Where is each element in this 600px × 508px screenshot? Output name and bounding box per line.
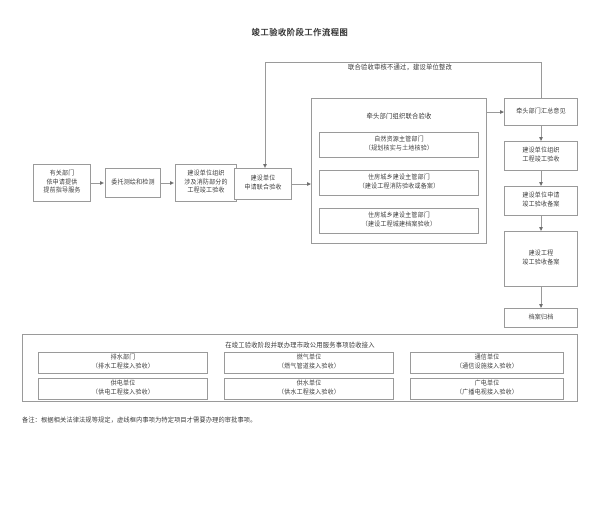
connector-5: [487, 112, 503, 113]
node-line: 档案归档: [528, 313, 554, 321]
node-line: （供电工程接入验收）: [91, 389, 154, 396]
footnote: 备注：根据相关法律法规等规定，虚线框内事项为特定项目才需要办理的审批事项。: [22, 417, 257, 424]
node-line: 建设工程: [528, 250, 554, 258]
node-line: （建设工程消防验收或备案）: [358, 183, 440, 190]
node-fire-acceptance[interactable]: 建设单位组织 涉及消防部分的 工程竣工验收: [175, 164, 237, 202]
node-drainage[interactable]: 排水部门 （排水工程接入验收）: [38, 352, 208, 374]
joint-group-title: 牵头部门组织联合验收: [366, 113, 432, 120]
connector-9: [541, 287, 542, 307]
node-advance-guidance[interactable]: 有关部门 依申请提供 提前指导服务: [33, 164, 91, 202]
node-owner-filing-apply[interactable]: 建设单位申请 竣工验收备案: [504, 186, 578, 216]
connector-5-arrow: [500, 109, 504, 114]
node-line: 依申请提供: [46, 178, 78, 186]
node-line: 排水部门: [110, 354, 136, 362]
node-natural-resources[interactable]: 自然资源主管部门 （规划核实与土地核验）: [319, 132, 479, 158]
utilities-panel-title: 在竣工验收阶段并联办理市政公用服务事项验收接入: [225, 342, 375, 349]
connector-4: [292, 184, 310, 185]
connector-6-arrow: [538, 137, 543, 141]
node-line: 供电单位: [110, 380, 136, 388]
node-power[interactable]: 供电单位 （供电工程接入验收）: [38, 378, 208, 400]
connector-7-arrow: [538, 182, 543, 186]
connector-7: [541, 171, 542, 185]
node-owner-organize[interactable]: 建设单位组织 工程竣工验收: [504, 141, 578, 171]
node-line: （供水工程接入验收）: [277, 389, 340, 396]
node-line: 涉及消防部分的: [184, 178, 228, 186]
connector-1: [91, 183, 102, 184]
node-line: 住房城乡建设主管部门: [367, 174, 430, 182]
node-line: 自然资源主管部门: [374, 136, 424, 144]
node-line: 广电单位: [474, 380, 500, 388]
node-archive[interactable]: 档案归档: [504, 308, 578, 328]
node-housing-fire[interactable]: 住房城乡建设主管部门 （建设工程消防验收或备案）: [319, 170, 479, 196]
feedback-arrow: [262, 164, 267, 168]
node-telecom[interactable]: 通信单位 （通信设施接入验收）: [410, 352, 564, 374]
node-line: （排水工程接入验收）: [91, 363, 154, 370]
node-line: （建设工程城建档案验收）: [361, 221, 437, 228]
node-line: 通信单位: [474, 354, 500, 362]
node-line: 建设单位组织: [522, 147, 560, 155]
node-line: （广播电视接入验收）: [455, 389, 518, 396]
node-line: 工程竣工验收: [522, 156, 560, 163]
node-line: （通信设施接入验收）: [455, 363, 518, 370]
node-lead-summary[interactable]: 牵头部门汇总意见: [504, 98, 578, 126]
connector-2-arrow: [170, 180, 174, 185]
page-title: 竣工验收阶段工作流程图: [251, 27, 349, 37]
node-apply-joint[interactable]: 建设单位 申请联合验收: [234, 168, 292, 200]
node-project-filing[interactable]: 建设工程 竣工验收备案: [504, 231, 578, 287]
node-survey-test[interactable]: 委托测绘和检测: [105, 168, 161, 198]
node-line: 竣工验收备案: [522, 201, 560, 208]
node-line: 提前指导服务: [43, 187, 81, 195]
node-housing-archive[interactable]: 住房城乡建设主管部门 （建设工程城建档案验收）: [319, 208, 479, 234]
connector-4-arrow: [307, 181, 311, 186]
connector-1-arrow: [100, 180, 104, 185]
node-line: 牵头部门汇总意见: [516, 107, 566, 115]
node-broadcast[interactable]: 广电单位 （广播电视接入验收）: [410, 378, 564, 400]
connector-8: [541, 216, 542, 230]
node-line: 竣工验收备案: [522, 259, 560, 266]
connector-6: [541, 126, 542, 140]
node-line: 有关部门: [49, 169, 75, 177]
node-line: 申请联合验收: [244, 184, 282, 191]
node-line: 建设单位: [250, 175, 276, 183]
connector-9-arrow: [538, 304, 543, 308]
node-line: 委托测绘和检测: [111, 178, 155, 186]
node-line: 建设单位组织: [187, 169, 225, 177]
node-water[interactable]: 供水单位 （供水工程接入验收）: [224, 378, 394, 400]
node-line: 燃气单位: [296, 354, 322, 362]
node-line: 住房城乡建设主管部门: [367, 212, 430, 220]
feedback-line-top: [265, 62, 542, 63]
feedback-line-left: [265, 62, 266, 166]
node-line: （燃气管道接入验收）: [277, 363, 340, 370]
feedback-line-right: [541, 62, 542, 98]
feedback-label: 联合验收审核不通过，建设单位整改: [348, 64, 452, 71]
connector-2: [161, 183, 172, 184]
node-line: （规划核实与土地核验）: [364, 145, 434, 152]
node-line: 工程竣工验收: [187, 187, 225, 195]
node-line: 建设单位申请: [522, 192, 560, 200]
connector-8-arrow: [538, 227, 543, 231]
node-line: 供水单位: [296, 380, 322, 388]
node-gas[interactable]: 燃气单位 （燃气管道接入验收）: [224, 352, 394, 374]
